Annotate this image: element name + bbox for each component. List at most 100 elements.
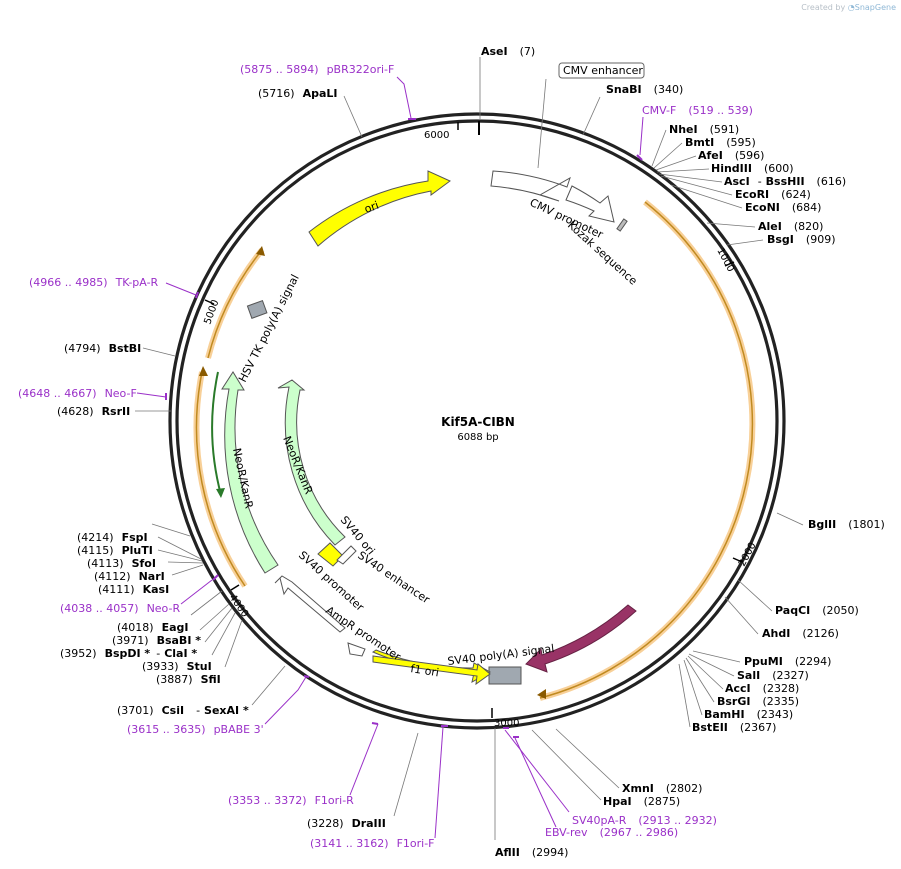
site-label-ahdi: AhdI(2126) bbox=[762, 627, 839, 640]
leader-bglii bbox=[776, 512, 804, 526]
site-label-asci: AscI-BssHII(616) bbox=[724, 175, 846, 188]
primer-bar-pbabe-3 bbox=[303, 675, 310, 678]
pleader-sv40pa-r bbox=[504, 729, 570, 813]
tick-label-3000: 3000 bbox=[494, 718, 519, 729]
primer-label-pbabe-3: (3615 .. 3635)pBABE 3' bbox=[127, 723, 264, 736]
tick-2000 bbox=[732, 557, 743, 563]
credit-prefix: Created by bbox=[801, 3, 846, 12]
tick-4000 bbox=[230, 584, 240, 591]
site-label-sali: SalI(2327) bbox=[737, 669, 809, 682]
neo-outer-arrow bbox=[221, 371, 279, 574]
leader-ahdi bbox=[724, 596, 759, 635]
site-label-sfoi: (4113)SfoI bbox=[87, 557, 156, 570]
tick-1000 bbox=[724, 261, 735, 267]
cmv-enhancer-leader bbox=[537, 78, 547, 169]
leader-nhei bbox=[651, 129, 667, 167]
leader-paqci bbox=[737, 579, 773, 612]
site-label-bspdi: (3952)BspDI *-ClaI * bbox=[60, 647, 197, 660]
cibn-orf-arc bbox=[539, 201, 754, 699]
backbone-inner-strand bbox=[175, 119, 779, 723]
cibn-arrow bbox=[525, 604, 637, 673]
tick-label-6000: 6000 bbox=[424, 130, 449, 141]
primer-labels: (5875 .. 5894)pBR322ori-F CMV-F(519 .. 5… bbox=[18, 63, 753, 850]
leader-snabi bbox=[582, 96, 601, 136]
primer-label-pbr322ori-f: (5875 .. 5894)pBR322ori-F bbox=[240, 63, 394, 76]
site-label-ecori: EcoRI(624) bbox=[735, 188, 811, 201]
f1-ori-body bbox=[372, 655, 491, 686]
site-label-bglii: BglII(1801) bbox=[808, 518, 885, 531]
leader-asci bbox=[658, 173, 723, 183]
leader-bsgi bbox=[726, 239, 764, 246]
site-label-bsteii: BstEII(2367) bbox=[692, 721, 776, 734]
cibn-orf-halo bbox=[539, 199, 756, 701]
primer-label-f1ori-f: (3141 .. 3162)F1ori-F bbox=[310, 837, 435, 850]
site-label-econi: EcoNI(684) bbox=[745, 201, 821, 214]
pleader-cmv-f bbox=[639, 116, 644, 156]
leader-econi bbox=[670, 184, 743, 209]
leader-eagi bbox=[190, 590, 223, 616]
leader-xmni bbox=[555, 728, 620, 789]
pleader-neo-f bbox=[136, 392, 167, 398]
sv40-enhancer-label: SV40 enhancer bbox=[355, 549, 432, 607]
sv40-enhancer-box bbox=[336, 545, 357, 565]
leader-bsteii bbox=[678, 663, 691, 728]
pleader-pbabe-3 bbox=[264, 676, 307, 725]
hsv-tk-label: HSV TK poly(A) signal bbox=[236, 272, 302, 384]
sv40-promoter-arrow bbox=[274, 575, 346, 633]
cmv-promoter-arrow bbox=[565, 185, 615, 223]
site-label-apali: (5716)ApaLI bbox=[258, 87, 338, 100]
neo-orf-arc bbox=[195, 371, 246, 587]
site-label-pluti: (4115)PluTI bbox=[77, 544, 153, 557]
primer-bar-cmv-f bbox=[636, 154, 643, 161]
leader-alei bbox=[706, 222, 756, 228]
site-label-paqci: PaqCI(2050) bbox=[775, 604, 859, 617]
leader-bamhi bbox=[683, 659, 703, 716]
backbone bbox=[168, 112, 786, 730]
site-label-aflii: AflII(2994) bbox=[495, 846, 568, 859]
site-label-bstbi: (4794)BstBI bbox=[64, 342, 141, 355]
leader-ecori bbox=[660, 175, 733, 196]
site-label-asei: AseI(7) bbox=[481, 45, 535, 58]
tick-label-2000: 2000 bbox=[737, 541, 759, 569]
tick-5000 bbox=[204, 299, 215, 305]
site-label-eagi: (4018)EagI bbox=[117, 621, 188, 634]
leader-hpai bbox=[531, 729, 602, 801]
primer-label-cmv-f: CMV-F(519 .. 539) bbox=[642, 104, 753, 117]
leader-csii bbox=[251, 665, 286, 706]
leader-draiii bbox=[393, 732, 419, 817]
site-label-draiii: (3228)DraIII bbox=[307, 817, 386, 830]
neo-inner-green-arrowhead bbox=[216, 488, 225, 498]
leader-acci bbox=[687, 655, 724, 690]
pleader-tk-pa-r bbox=[165, 282, 197, 296]
site-label-ppumi: PpuMI(2294) bbox=[744, 655, 831, 668]
cmv-enhancer-label: CMV enhancer bbox=[563, 64, 643, 77]
leader-bsabi bbox=[199, 603, 230, 631]
site-label-hindiii: HindIII(600) bbox=[711, 162, 794, 175]
primer-label-tk-pa-r: (4966 .. 4985)TK-pA-R bbox=[29, 276, 159, 289]
leader-kasi bbox=[171, 564, 204, 576]
leader-afei bbox=[655, 155, 697, 171]
leader-bspdi bbox=[204, 607, 233, 643]
leader-sfii bbox=[224, 619, 243, 668]
plasmid-length: 6088 bp bbox=[457, 432, 498, 443]
credit-brand: SnapGene bbox=[854, 3, 896, 12]
primer-bar-neo-r bbox=[212, 574, 219, 581]
site-label-kasi: (4111)KasI bbox=[98, 583, 169, 596]
site-label-bsgi: BsgI(909) bbox=[767, 233, 836, 246]
ori-arrow bbox=[308, 170, 451, 247]
leader-pluti bbox=[157, 536, 202, 560]
primer-label-sv40pa-r: SV40pA-R(2913 .. 2932) bbox=[572, 814, 717, 827]
site-label-afei: AfeI(596) bbox=[698, 149, 764, 162]
hsv-orf-arc bbox=[207, 249, 263, 359]
leader-stui bbox=[211, 612, 236, 656]
primer-label-neo-r: (4038 .. 4057)Neo-R bbox=[60, 602, 180, 615]
cmv-enhancer-arrow bbox=[490, 170, 571, 202]
site-label-nhei: NheI(591) bbox=[669, 123, 739, 136]
pleader-ebv-rev bbox=[514, 737, 557, 828]
leader-hindiii bbox=[656, 168, 710, 173]
hsv-orf-arrowhead bbox=[256, 246, 265, 256]
site-label-hpai: HpaI(2875) bbox=[603, 795, 680, 808]
pleader-f1ori-r bbox=[349, 723, 379, 796]
site-label-rsrii: (4628)RsrII bbox=[57, 405, 130, 418]
